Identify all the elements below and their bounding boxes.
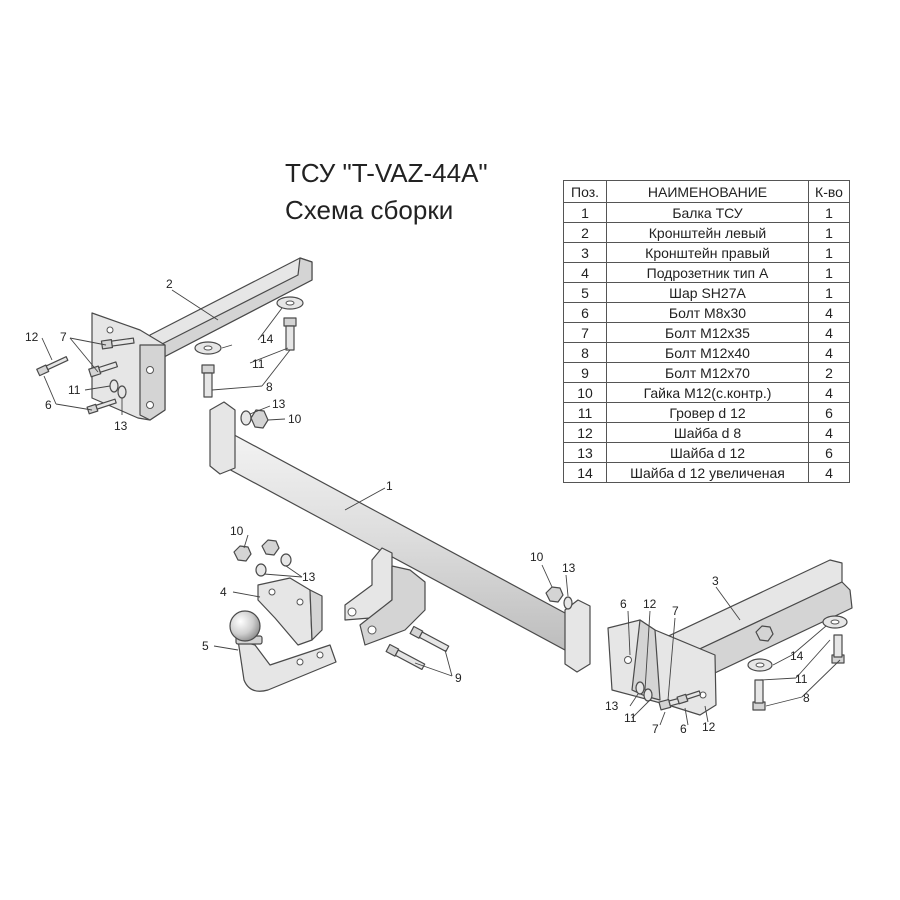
row-pos: 11 xyxy=(563,402,607,423)
callout-7-bottom: 7 xyxy=(652,722,659,736)
callout-14-left: 14 xyxy=(260,332,274,346)
callout-6-bottom: 6 xyxy=(680,722,687,736)
callout-6-right: 6 xyxy=(620,597,627,611)
parts-table-header: Поз. НАИМЕНОВАНИЕ К-во xyxy=(563,180,850,203)
callout-labels: 2 12 7 11 6 13 14 11 8 13 10 1 10 13 4 5… xyxy=(25,277,810,736)
row-name: Гайка М12(с.контр.) xyxy=(606,382,809,403)
callout-6: 6 xyxy=(45,398,52,412)
tow-ball xyxy=(229,610,337,692)
callout-11: 11 xyxy=(68,383,81,397)
callout-8-left: 8 xyxy=(266,380,273,394)
callout-4: 4 xyxy=(220,585,227,599)
callout-7: 7 xyxy=(60,330,67,344)
row-name: Шар SH27A xyxy=(606,282,809,303)
callout-11-left: 11 xyxy=(252,357,265,371)
diagram-subtitle: Схема сборки xyxy=(285,195,454,225)
callout-11-right-b: 11 xyxy=(795,672,808,686)
center-fasteners xyxy=(233,539,573,671)
callout-9: 9 xyxy=(455,671,462,685)
callout-13-center: 13 xyxy=(302,570,316,584)
callout-14-right: 14 xyxy=(790,649,804,663)
callout-10-left: 10 xyxy=(288,412,302,426)
main-beam xyxy=(209,401,591,673)
header-pos: Поз. xyxy=(563,180,607,203)
leader-lines xyxy=(41,289,841,726)
callout-13: 13 xyxy=(114,419,128,433)
left-fasteners xyxy=(36,296,304,429)
right-fasteners xyxy=(635,615,848,711)
row-qty: 4 xyxy=(808,382,850,403)
callout-10-right: 10 xyxy=(530,550,544,564)
callout-13-left: 13 xyxy=(272,397,286,411)
callout-12-bottom: 12 xyxy=(702,720,716,734)
callout-2: 2 xyxy=(166,277,173,291)
callout-11-right: 11 xyxy=(624,711,637,725)
row-qty: 1 xyxy=(808,282,850,303)
callout-8-right: 8 xyxy=(803,691,810,705)
callout-13-right: 13 xyxy=(605,699,619,713)
callout-13-beam: 13 xyxy=(562,561,576,575)
callout-12: 12 xyxy=(25,330,39,344)
callout-1: 1 xyxy=(386,479,393,493)
row-name: Болт М8х30 xyxy=(606,302,809,323)
row-name: Подрозетник тип А xyxy=(606,262,809,283)
callout-3: 3 xyxy=(712,574,719,588)
row-name: Болт М12х70 xyxy=(606,362,809,383)
callout-7-right: 7 xyxy=(672,604,679,618)
callout-5: 5 xyxy=(202,639,209,653)
callout-10-center: 10 xyxy=(230,524,244,538)
diagram-title: ТСУ "T-VAZ-44A" xyxy=(285,158,488,188)
row-qty: 4 xyxy=(808,462,850,483)
callout-12-right: 12 xyxy=(643,597,657,611)
row-name: Кронштейн левый xyxy=(606,222,809,243)
socket-bracket xyxy=(257,577,323,646)
